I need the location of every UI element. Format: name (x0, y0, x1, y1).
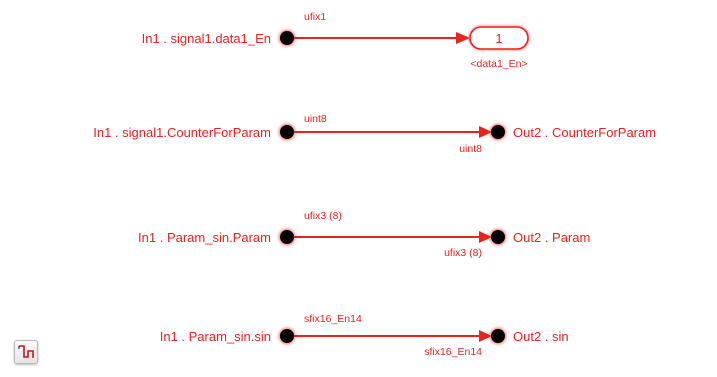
input-port[interactable] (280, 31, 294, 45)
arrow-head (456, 32, 470, 44)
data-type-label: ufix3 (8) (304, 210, 342, 222)
input-port[interactable] (280, 125, 294, 139)
output-port-label: Out2 . CounterForParam (513, 125, 656, 140)
signal-row: In1 . signal1.CounterForParam uint8 uint… (93, 113, 656, 155)
outport-signal-name: <data1_En> (470, 58, 527, 70)
outport-number: 1 (495, 31, 502, 46)
input-port-label: In1 . Param_sin.sin (160, 329, 271, 344)
arrow-head (479, 126, 492, 138)
input-port-label: In1 . Param_sin.Param (138, 230, 271, 245)
output-port[interactable] (491, 329, 505, 343)
arrow-head (479, 231, 492, 243)
data-type-label-output: uint8 (459, 143, 482, 155)
signal-routing-icon (18, 345, 34, 358)
arrow-head (479, 330, 492, 342)
output-port[interactable] (491, 230, 505, 244)
input-port-label: In1 . signal1.CounterForParam (93, 125, 271, 140)
output-port-label: Out2 . sin (513, 329, 569, 344)
output-port[interactable] (491, 125, 505, 139)
input-port[interactable] (280, 230, 294, 244)
data-type-label: sfix16_En14 (304, 313, 362, 325)
signal-routing-button[interactable] (14, 340, 38, 364)
signal-row: In1 . Param_sin.Param ufix3 (8) ufix3 (8… (138, 210, 590, 259)
input-port[interactable] (280, 329, 294, 343)
data-type-label-output: ufix3 (8) (444, 247, 482, 259)
data-type-label: ufix1 (304, 11, 326, 23)
input-port-label: In1 . signal1.data1_En (142, 31, 271, 46)
data-type-label-output: sfix16_En14 (424, 346, 482, 358)
signal-row: In1 . Param_sin.sin sfix16_En14 sfix16_E… (160, 313, 569, 358)
output-port-label: Out2 . Param (513, 230, 590, 245)
outport-block[interactable] (469, 26, 529, 50)
signal-row: In1 . signal1.data1_En ufix1 1 <data1_En… (142, 11, 530, 70)
data-type-label: uint8 (304, 113, 327, 125)
